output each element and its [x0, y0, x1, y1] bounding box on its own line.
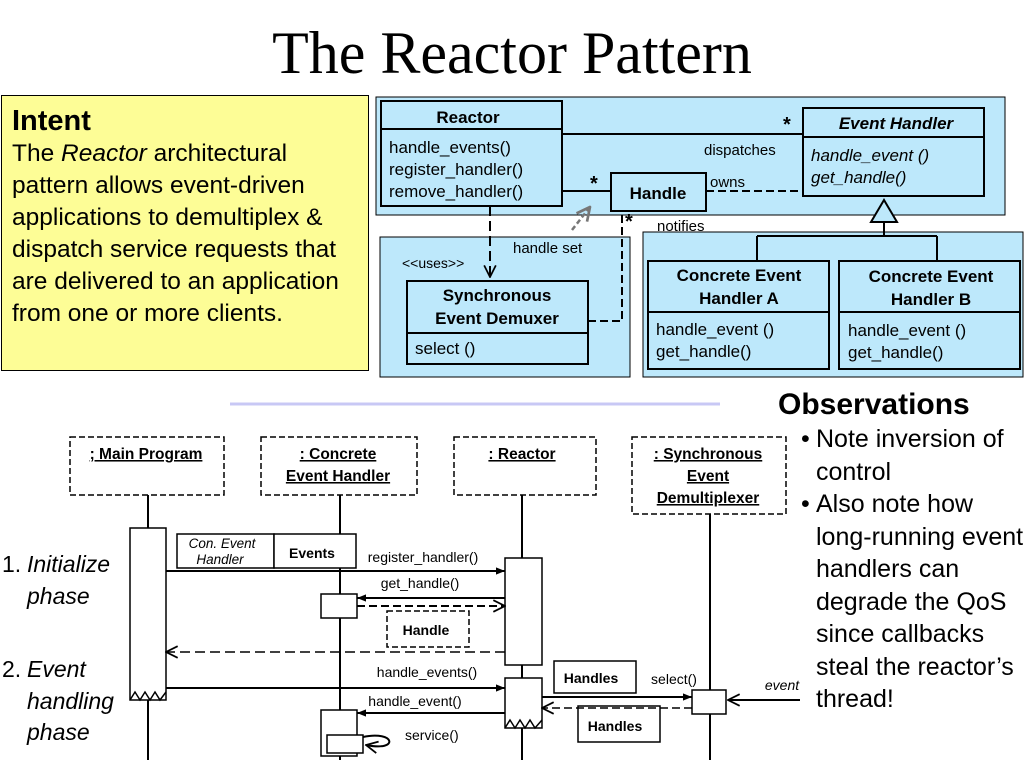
demuxer-name-line1: Synchronous [443, 286, 552, 305]
inheritance-connector [756, 198, 938, 261]
activation-reactor-2 [504, 677, 543, 730]
activation-reactor-1 [504, 557, 543, 666]
handle-class: Handle [610, 172, 707, 212]
phase-event-line2: handling [27, 687, 114, 714]
object-demux-label-line2: Event [687, 468, 729, 485]
handler-a-method: get_handle() [656, 342, 751, 361]
handler-b-name-line1: Concrete Event [869, 267, 994, 286]
intent-text-before: The [12, 140, 62, 167]
handles-box-1: Handles [553, 660, 637, 694]
owns-label: owns [710, 174, 745, 191]
demuxer-method: select () [415, 339, 475, 358]
con-event-line2: Handler [196, 552, 244, 567]
object-demultiplexer: : Synchronous Event Demultiplexer [631, 436, 787, 515]
handler-b-name-line2: Handler B [891, 290, 971, 309]
observation-item: Also note how long-running event handler… [778, 488, 1024, 716]
handler-a-method: handle_event () [656, 320, 774, 339]
activation-handler-1 [320, 593, 358, 619]
observation-item: Note inversion of control [778, 423, 1024, 488]
handle-token-label: Handle [403, 622, 450, 638]
observations-panel: Observations Note inversion of control A… [778, 387, 1024, 716]
intent-box: Intent The Reactor architectural pattern… [1, 95, 369, 371]
dispatches-label: dispatches [704, 142, 776, 159]
notifies-arrow [571, 207, 590, 231]
handles-box-2: Handles [577, 705, 661, 743]
intent-emphasis: Reactor [61, 140, 147, 167]
events-label: Events [289, 545, 335, 561]
msg-service-label: service() [405, 727, 459, 743]
handle-token-box: Handle [386, 610, 470, 648]
phase-event-num: 2. [2, 656, 22, 682]
object-demux-label-line3: Demultiplexer [657, 490, 760, 507]
msg-service [362, 734, 391, 747]
reactor-method: handle_events() [389, 138, 511, 157]
event-handler-method: handle_event () [811, 146, 929, 165]
handler-a-class: Concrete Event Handler A handle_event ()… [647, 260, 830, 370]
phase-initialize-line2: phase [27, 582, 90, 609]
phase-event-line1: Event [27, 656, 86, 682]
activation-main [129, 527, 167, 702]
handles-label-1: Handles [564, 670, 619, 686]
multiplicity-notifies: * [625, 211, 633, 233]
multiplicity-handler: * [783, 114, 791, 136]
handler-a-name-line1: Concrete Event [677, 266, 802, 285]
con-event-handler-box: Con. Event Handler [176, 533, 275, 569]
phase-initialize: 1. Initialize phase [2, 549, 110, 612]
msg-register-handler-label: register_handler() [368, 549, 479, 565]
msg-handle-event-label: handle_event() [368, 693, 461, 709]
object-main-program: ; Main Program [69, 436, 225, 496]
object-handler-label-line2: Event Handler [286, 468, 390, 485]
reactor-class-name: Reactor [436, 108, 500, 127]
handler-b-method: handle_event () [848, 321, 966, 340]
phase-event-line3: phase [27, 719, 90, 745]
event-handler-class: Event Handler handle_event () get_handle… [802, 107, 985, 197]
handler-b-method: get_handle() [848, 343, 943, 362]
event-handler-class-name: Event Handler [839, 114, 955, 133]
events-box: Events [273, 533, 357, 569]
reactor-method: register_handler() [389, 160, 523, 179]
handler-b-class: Concrete Event Handler B handle_event ()… [838, 260, 1021, 370]
phase-event-handling: 2. Event handling phase [2, 654, 114, 749]
phase-initialize-line1: Initialize [27, 551, 111, 577]
uses-label: <<uses>> [402, 255, 464, 271]
demuxer-class: Synchronous Event Demuxer select () [406, 280, 589, 365]
activation-demux [691, 689, 727, 715]
demuxer-name-line2: Event Demuxer [435, 309, 559, 328]
object-demux-label-line1: : Synchronous [654, 446, 763, 463]
phase-initialize-num: 1. [2, 551, 22, 577]
intent-text-after: architectural pattern allows event-drive… [12, 140, 339, 327]
handle-class-name: Handle [630, 184, 687, 203]
object-reactor: : Reactor [453, 436, 597, 496]
observations-heading: Observations [778, 388, 970, 421]
msg-select-label: select() [651, 671, 697, 687]
object-main-label: ; Main Program [90, 446, 203, 463]
notifies-label: notifies [657, 218, 705, 235]
handles-label-2: Handles [588, 718, 643, 734]
object-reactor-label: : Reactor [488, 446, 555, 463]
activation-handler-2 [320, 709, 364, 757]
reactor-class: Reactor handle_events() register_handler… [380, 100, 563, 207]
intent-heading: Intent [12, 105, 91, 137]
observations-list: Note inversion of control Also note how … [778, 423, 1024, 716]
handle-set-label: handle set [513, 240, 583, 257]
multiplicity-reactor-handle: * [590, 173, 598, 195]
object-handler-label-line1: : Concrete [300, 446, 377, 463]
page-title: The Reactor Pattern [272, 20, 752, 86]
handler-a-name-line2: Handler A [699, 289, 779, 308]
con-event-line1: Con. Event [189, 536, 257, 551]
reactor-method: remove_handler() [389, 182, 523, 201]
event-handler-method: get_handle() [811, 168, 906, 187]
msg-get-handle-label: get_handle() [381, 575, 460, 591]
msg-handle-events-label: handle_events() [377, 664, 477, 680]
object-concrete-handler: : Concrete Event Handler [260, 436, 418, 496]
